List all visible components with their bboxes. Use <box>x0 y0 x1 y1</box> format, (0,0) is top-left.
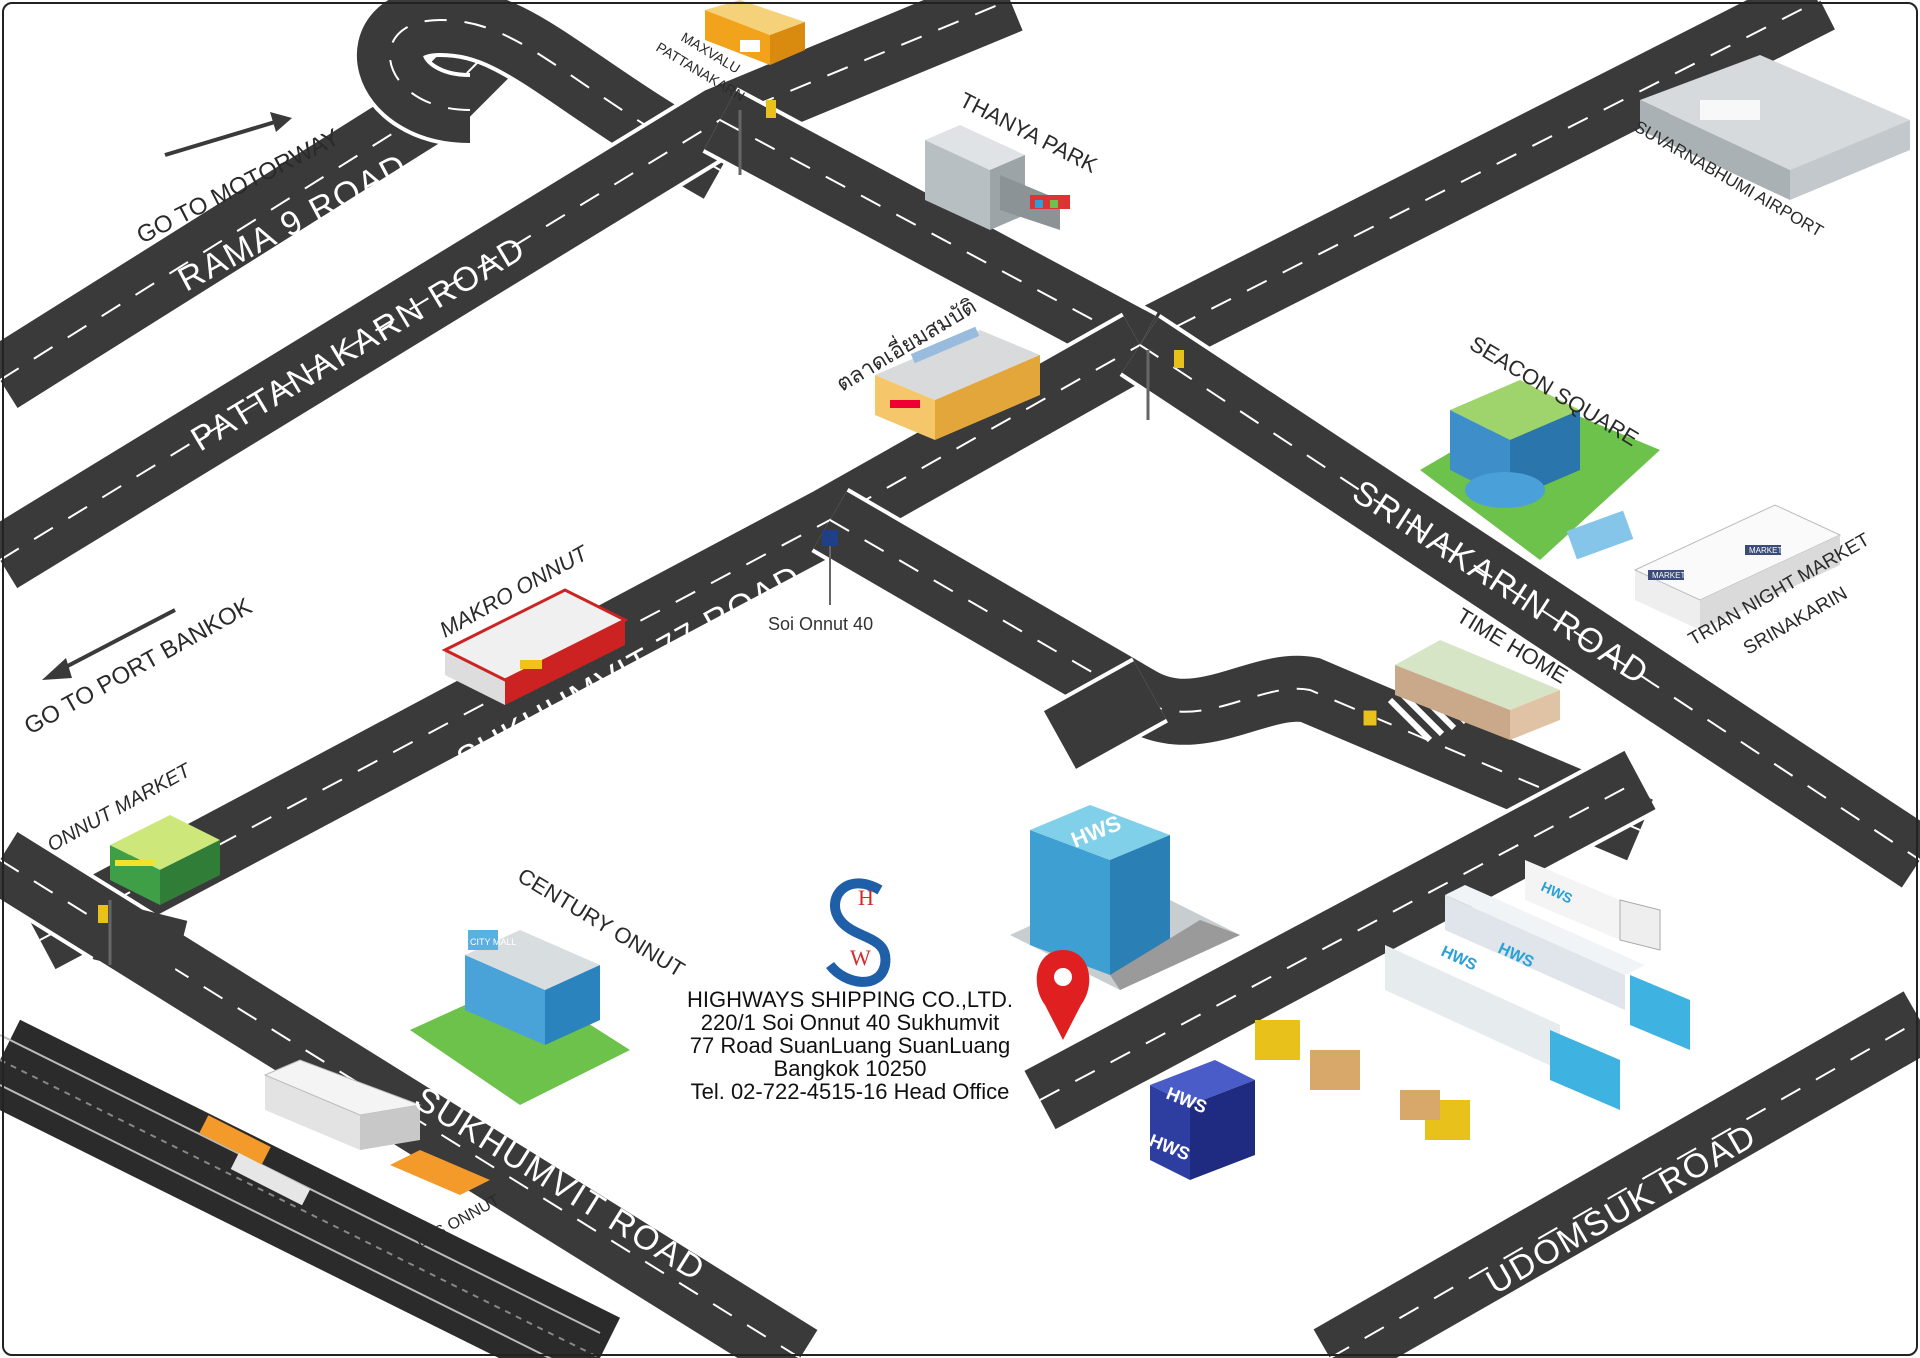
logo-h: H <box>858 885 874 910</box>
motorway-arrow-icon <box>164 112 292 157</box>
seacon-square-building <box>1420 380 1660 560</box>
crosswalk <box>1387 679 1469 743</box>
company-address-line1: 220/1 Soi Onnut 40 Sukhumvit <box>700 1010 1000 1035</box>
hws-containers <box>1150 1060 1255 1180</box>
company-address-line3: Bangkok 10250 <box>773 1056 927 1081</box>
century-onnut-building <box>410 930 630 1105</box>
company-tel: Tel. 02-722-4515-16 Head Office <box>690 1079 1010 1104</box>
hws-trucks <box>1385 860 1690 1110</box>
soi-sign <box>822 530 838 605</box>
street-sign <box>1362 709 1378 727</box>
port-direction-label: GO TO PORT BANKOK <box>20 593 257 741</box>
time-home-building <box>1395 640 1560 740</box>
thanya-park-building <box>925 125 1070 230</box>
company-address-line2: 77 Road SuanLuang SuanLuang <box>689 1033 1011 1058</box>
left-link-road <box>92 900 188 980</box>
logo-w: W <box>850 945 871 970</box>
traffic-lights <box>98 100 1184 965</box>
hws-logo: H W <box>826 878 891 987</box>
talad-building <box>875 326 1040 440</box>
airport-road <box>1123 0 1837 378</box>
trian-market-building <box>1633 504 1842 630</box>
hws-headquarters-building <box>1010 805 1240 990</box>
market-sign-2: MARKET <box>1749 546 1782 555</box>
srinakarin-road <box>1119 314 1920 891</box>
maxvalu-building <box>705 0 805 65</box>
port-arrow-icon <box>42 608 176 680</box>
market-sign-1: MARKET <box>1652 571 1685 580</box>
company-name: HIGHWAYS SHIPPING CO.,LTD. <box>687 987 1013 1012</box>
soi-onnut40-label: Soi Onnut 40 <box>768 614 873 634</box>
location-pin-icon <box>1036 950 1090 1040</box>
forklifts <box>1255 1020 1470 1140</box>
company-info: HIGHWAYS SHIPPING CO.,LTD. 220/1 Soi Onn… <box>640 988 1060 1103</box>
udomsuk-road <box>1311 987 1920 1358</box>
bts-station-building <box>199 1059 490 1206</box>
hws-soi-road <box>1022 747 1658 1133</box>
bts-rail-track <box>0 1019 621 1358</box>
thanya-connector <box>702 87 1158 378</box>
hws-truck-sign-1: HWS <box>1438 943 1479 974</box>
onnut-market-building <box>110 815 220 905</box>
airport-building <box>1640 55 1910 200</box>
road-loop <box>353 0 739 203</box>
makro-building <box>441 588 629 705</box>
city-mall-sign: CITY MALL <box>470 937 516 947</box>
soi-branch <box>1042 657 1168 773</box>
